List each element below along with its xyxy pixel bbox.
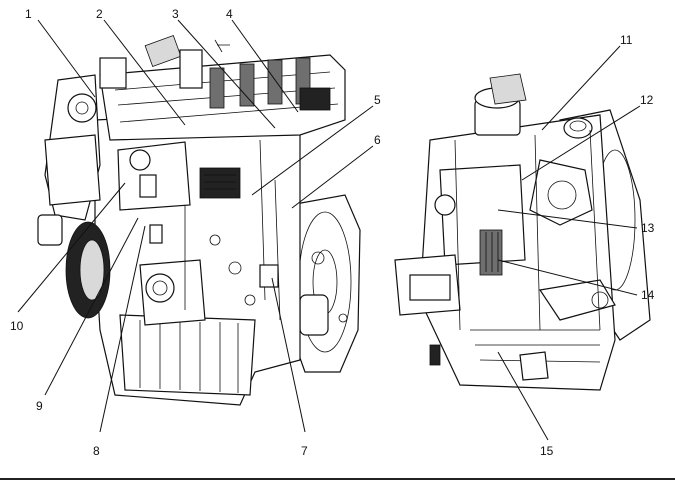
callout-15: 15 <box>540 444 554 458</box>
callout-4: 4 <box>226 7 233 21</box>
leader-9 <box>44 217 139 396</box>
callout-labels: 1 2 3 4 5 6 7 8 9 10 11 12 13 14 15 <box>10 7 655 458</box>
callout-5: 5 <box>374 93 381 107</box>
leader-8 <box>99 225 146 433</box>
left-engine-view <box>37 35 361 406</box>
callout-1: 1 <box>25 7 32 21</box>
leader-15 <box>497 351 549 441</box>
callout-8: 8 <box>93 444 100 458</box>
callout-3: 3 <box>172 7 179 21</box>
leader-2 <box>103 19 186 126</box>
footer-rule <box>0 478 675 480</box>
callout-2: 2 <box>96 7 103 21</box>
leader-14 <box>497 259 638 296</box>
callout-11: 11 <box>620 33 633 47</box>
leader-7 <box>271 277 306 433</box>
callout-6: 6 <box>374 133 381 147</box>
right-engine-view <box>394 73 651 391</box>
callout-13: 13 <box>641 221 655 235</box>
leader-4 <box>231 19 299 113</box>
leader-6 <box>291 145 374 209</box>
callout-10: 10 <box>10 319 24 333</box>
callout-7: 7 <box>301 444 308 458</box>
leader-5 <box>251 105 374 196</box>
callout-12: 12 <box>640 93 654 107</box>
leader-13 <box>497 209 638 229</box>
callout-14: 14 <box>641 288 655 302</box>
leader-lines <box>17 19 641 441</box>
callout-9: 9 <box>36 399 43 413</box>
leader-11 <box>541 45 621 131</box>
leader-10 <box>17 182 126 313</box>
leader-3 <box>177 19 276 129</box>
leader-12 <box>521 105 641 181</box>
leader-1 <box>37 19 96 98</box>
